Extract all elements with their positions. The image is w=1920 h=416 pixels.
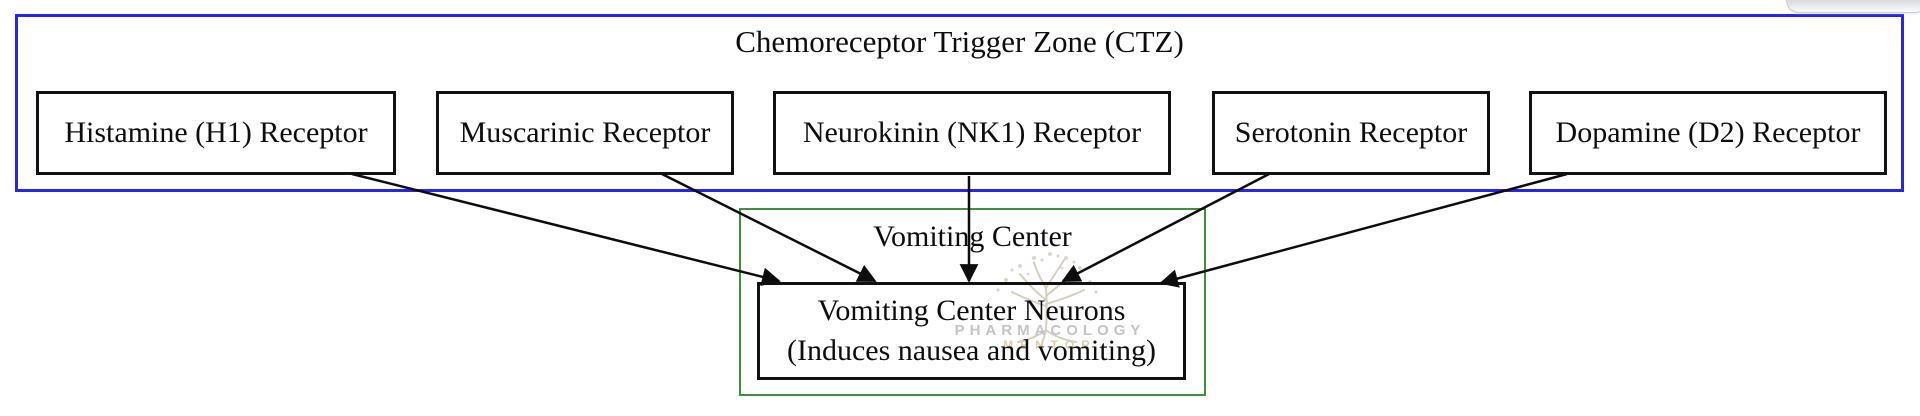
node-label: Histamine (H1) Receptor [64, 116, 368, 149]
node-label: Muscarinic Receptor [459, 116, 711, 149]
node-neurokinin-nk1-receptor: Neurokinin (NK1) Receptor [773, 91, 1171, 175]
watermark: PHARMACOLOGY MENTOR [940, 248, 1160, 358]
node-label: Dopamine (D2) Receptor [1555, 116, 1861, 149]
node-label-line2: (Induces nausea and vomiting) [786, 334, 1157, 367]
node-histamine-h1-receptor: Histamine (H1) Receptor [36, 91, 396, 175]
node-vomiting-center-neurons: Vomiting Center Neurons (Induces nausea … [757, 282, 1186, 380]
ctz-container-box [15, 14, 1904, 192]
watermark-text-mentor: MENTOR [1003, 338, 1097, 352]
clipped-toolbar-button[interactable] [1786, 0, 1920, 13]
node-label-line1: Vomiting Center Neurons [817, 294, 1126, 327]
node-serotonin-receptor: Serotonin Receptor [1212, 91, 1490, 175]
watermark-text-pharmacology: PHARMACOLOGY [954, 322, 1146, 339]
node-label: Neurokinin (NK1) Receptor [802, 116, 1142, 149]
node-muscarinic-receptor: Muscarinic Receptor [436, 91, 734, 175]
vomiting-center-title: Vomiting Center [873, 220, 1072, 253]
ctz-title: Chemoreceptor Trigger Zone (CTZ) [735, 24, 1184, 59]
node-label: Serotonin Receptor [1234, 116, 1468, 149]
watermark-tree-icon [996, 252, 1098, 349]
node-dopamine-d2-receptor: Dopamine (D2) Receptor [1529, 91, 1887, 175]
vomiting-center-container-box [739, 208, 1206, 396]
